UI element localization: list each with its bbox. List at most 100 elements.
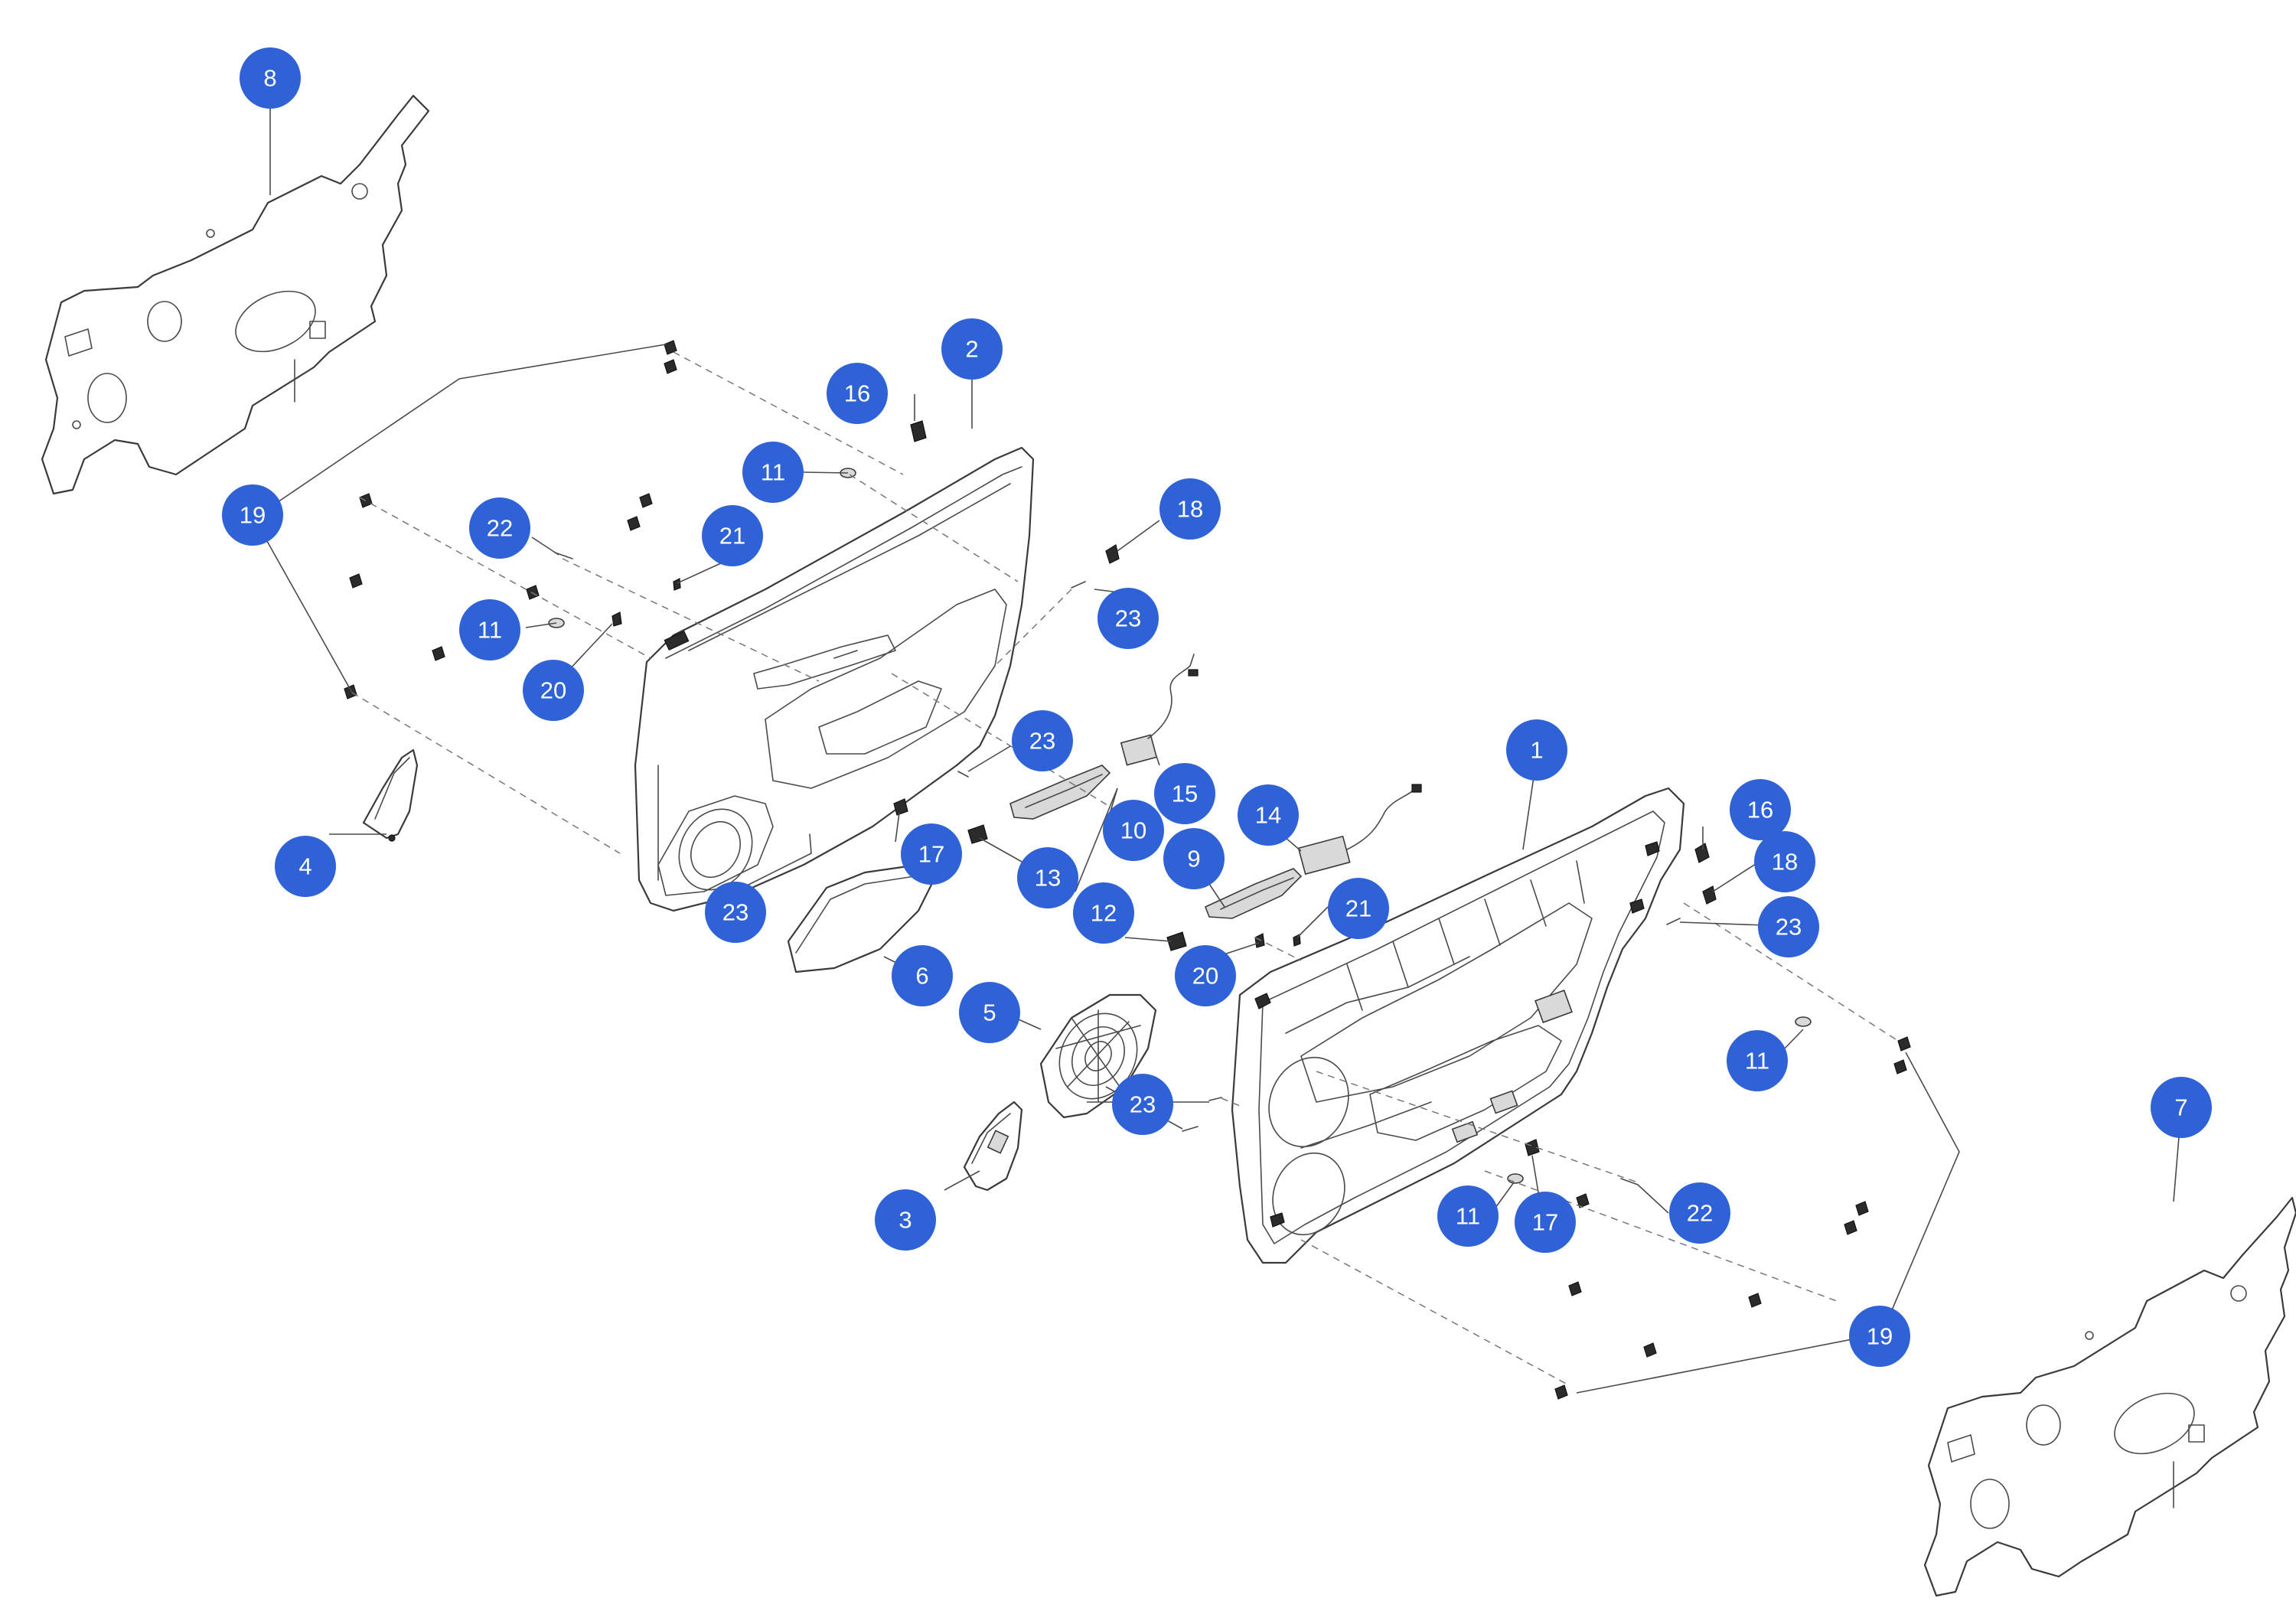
callout-12: 12 — [1073, 882, 1134, 944]
callout-16-right: 16 — [1730, 779, 1791, 840]
callout-5: 5 — [959, 982, 1020, 1043]
svg-text:23: 23 — [722, 899, 748, 926]
leader-lines — [256, 78, 2182, 1394]
fastener-group-19-lower — [1554, 1036, 1911, 1400]
callout-10: 10 — [1103, 800, 1164, 861]
speaker-grille — [1039, 993, 1157, 1119]
clip-18-right — [1702, 885, 1717, 905]
svg-text:23: 23 — [1115, 605, 1141, 632]
callout-1: 1 — [1506, 719, 1567, 781]
callout-13: 13 — [1017, 847, 1078, 908]
callout-18-upper: 18 — [1159, 478, 1221, 540]
svg-text:16: 16 — [844, 380, 870, 407]
svg-text:11: 11 — [478, 617, 502, 644]
callout-21-lower: 21 — [1328, 878, 1389, 939]
svg-text:18: 18 — [1772, 849, 1798, 876]
svg-text:23: 23 — [1029, 728, 1055, 755]
clip-18-upper — [1105, 544, 1120, 564]
switch-bezel — [1009, 765, 1111, 820]
insulation-sheet-upper-left — [41, 94, 430, 495]
insulation-sheet-lower-right — [1923, 1196, 2296, 1597]
pad-11-lower — [1507, 1173, 1524, 1184]
door-trim-panel — [634, 446, 1035, 912]
callout-19-upper: 19 — [222, 484, 283, 546]
svg-text:19: 19 — [240, 502, 266, 529]
trim-cover-small — [362, 748, 419, 842]
screw-23-d — [1666, 918, 1681, 925]
callout-22-upper: 22 — [469, 497, 530, 559]
callout-7: 7 — [2151, 1077, 2212, 1138]
callout-23-c: 23 — [705, 882, 766, 943]
screw-22-lower — [1620, 1178, 1639, 1185]
callout-22-lower: 22 — [1669, 1182, 1730, 1244]
svg-text:11: 11 — [1745, 1048, 1769, 1075]
small-parts — [344, 340, 1911, 1400]
pad-11-right — [1795, 1016, 1812, 1027]
svg-text:17: 17 — [918, 841, 944, 868]
clip-12 — [1166, 931, 1187, 951]
callout-23-d: 23 — [1758, 896, 1819, 957]
svg-text:10: 10 — [1120, 817, 1146, 844]
callout-16-upper: 16 — [827, 363, 888, 424]
svg-text:21: 21 — [1345, 895, 1371, 922]
callout-19-lower: 19 — [1849, 1306, 1910, 1367]
svg-text:8: 8 — [263, 65, 276, 92]
callout-2: 2 — [941, 318, 1003, 380]
svg-text:4: 4 — [298, 853, 311, 880]
svg-text:1: 1 — [1530, 737, 1543, 764]
svg-text:22: 22 — [487, 515, 513, 542]
callout-17-lower: 17 — [1515, 1192, 1576, 1253]
callout-17-upper: 17 — [901, 823, 962, 885]
callouts: 8 2 16 11 18 19 22 21 23 11 20 23 1 15 1… — [222, 47, 2212, 1367]
callout-11-upper: 11 — [742, 442, 804, 503]
callout-6: 6 — [892, 945, 953, 1006]
svg-text:23: 23 — [1776, 914, 1802, 941]
svg-text:14: 14 — [1255, 802, 1281, 829]
svg-text:16: 16 — [1747, 797, 1773, 823]
screw-23-e — [1182, 1097, 1222, 1132]
tweeter-cover — [963, 1101, 1023, 1192]
svg-text:22: 22 — [1687, 1200, 1713, 1227]
assembly-lines — [351, 351, 1899, 1386]
callout-18-right: 18 — [1754, 831, 1815, 892]
svg-text:20: 20 — [1192, 963, 1218, 990]
svg-text:12: 12 — [1091, 900, 1117, 927]
clip-21-lower — [1293, 934, 1301, 947]
callout-14: 14 — [1238, 784, 1299, 846]
callout-21-upper: 21 — [702, 505, 763, 566]
callout-15: 15 — [1154, 763, 1215, 824]
clip-16-upper — [910, 420, 927, 442]
clip-21-upper — [673, 578, 681, 591]
callout-23-a: 23 — [1097, 588, 1159, 649]
svg-text:3: 3 — [899, 1207, 912, 1234]
screw-23-a — [1071, 581, 1086, 589]
svg-text:23: 23 — [1130, 1091, 1156, 1118]
screw-23-c — [809, 833, 812, 854]
switch-pack — [1297, 784, 1422, 876]
callout-23-e: 23 — [1112, 1074, 1173, 1135]
clip-16-right — [1694, 843, 1710, 863]
clip-13 — [967, 824, 988, 844]
callout-4: 4 — [275, 836, 336, 897]
svg-text:7: 7 — [2174, 1094, 2187, 1121]
callout-20-upper: 20 — [523, 660, 584, 721]
callout-11-right: 11 — [1727, 1030, 1788, 1091]
armrest-pad — [787, 863, 935, 973]
window-switch — [1120, 654, 1199, 766]
clip-20-upper — [612, 611, 622, 627]
callout-8: 8 — [240, 47, 301, 109]
switch-bezel-lower — [1204, 868, 1303, 919]
svg-text:15: 15 — [1172, 781, 1198, 807]
svg-text:20: 20 — [540, 677, 566, 704]
svg-text:21: 21 — [719, 523, 745, 549]
svg-text:19: 19 — [1867, 1323, 1893, 1350]
callout-20-lower: 20 — [1175, 945, 1236, 1006]
callout-23-b: 23 — [1012, 710, 1073, 771]
svg-text:11: 11 — [1456, 1203, 1480, 1230]
svg-text:5: 5 — [983, 1000, 996, 1026]
svg-text:18: 18 — [1177, 496, 1203, 523]
svg-text:2: 2 — [965, 336, 978, 363]
callout-11-left: 11 — [459, 599, 520, 660]
callout-11-lower: 11 — [1437, 1185, 1499, 1247]
